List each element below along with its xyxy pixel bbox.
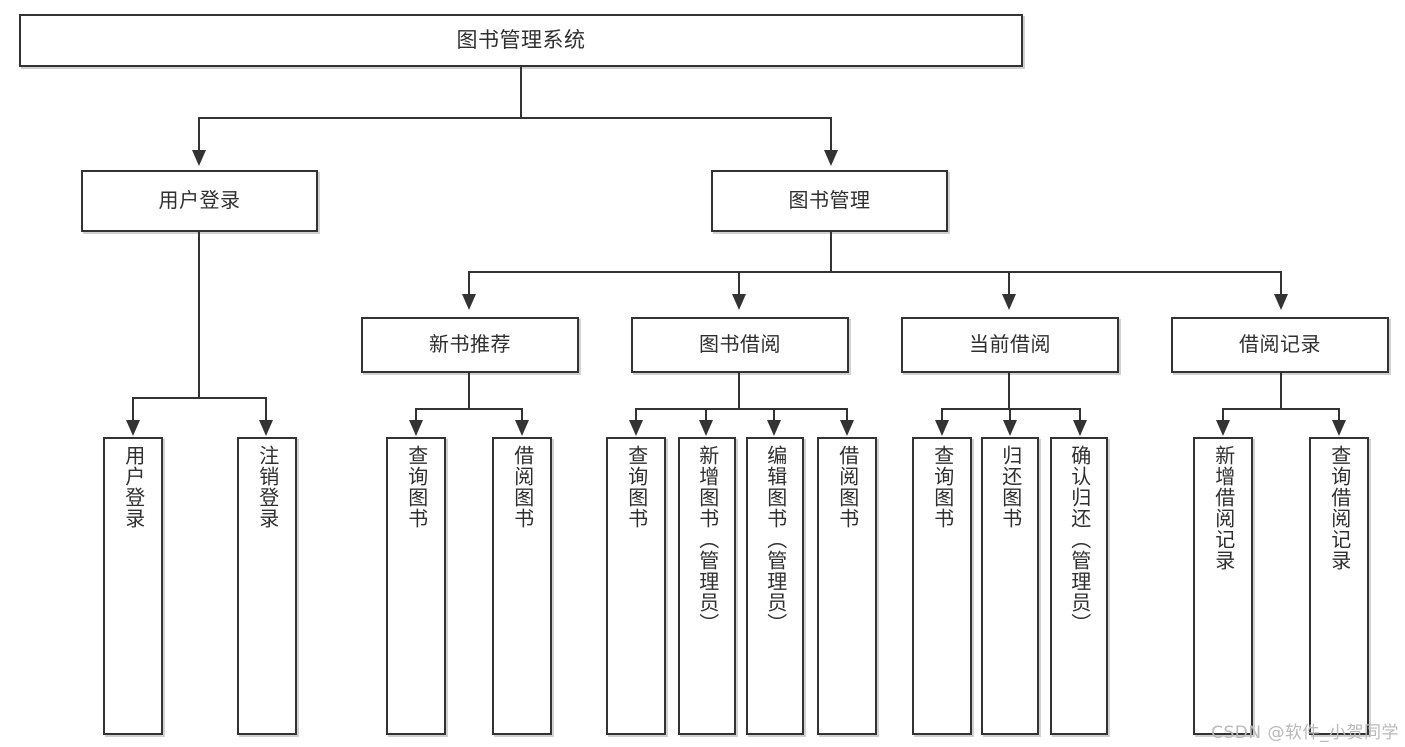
edge-book-borrow-drop-3 — [773, 408, 775, 422]
node-label: 图书借阅 — [699, 332, 781, 357]
leaf-borrow-book-new-recommend[interactable]: 借阅图书 — [492, 437, 552, 735]
edge-book-borrow-drop-1 — [635, 408, 637, 422]
arrowhead-book-manage — [824, 150, 838, 166]
edge-new-book-stem — [468, 373, 470, 409]
leaf-add-borrow-record[interactable]: 新增借阅记录 — [1193, 437, 1253, 735]
edge-borrow-record-drop-2 — [1338, 408, 1340, 422]
node-label: 注销登录 — [255, 445, 280, 529]
node-label: 新书推荐 — [429, 332, 511, 357]
leaf-query-book-current[interactable]: 查询图书 — [912, 437, 972, 735]
node-book-management[interactable]: 图书管理 — [711, 170, 948, 232]
edge-new-book-drop-2 — [521, 408, 523, 422]
arrowhead-leaf-add-record — [1216, 420, 1230, 436]
leaf-confirm-return-admin[interactable]: 确认归还（管理员） — [1050, 437, 1108, 735]
node-label: 查询图书 — [624, 445, 649, 529]
arrowhead-current-borrow — [1002, 294, 1016, 310]
arrowhead-leaf-add-book — [699, 420, 713, 436]
leaf-query-book-borrow[interactable]: 查询图书 — [606, 437, 666, 735]
node-label: 归还图书 — [998, 445, 1023, 529]
node-label: 借阅图书 — [835, 445, 860, 529]
leaf-borrow-book[interactable]: 借阅图书 — [817, 437, 877, 735]
edge-book-manage-drop-1 — [468, 271, 470, 297]
arrowhead-new-book-recommend — [462, 294, 476, 310]
edge-current-borrow-stem — [1008, 373, 1010, 409]
leaf-add-book-admin[interactable]: 新增图书（管理员） — [678, 437, 736, 735]
edge-current-borrow-drop-2 — [1009, 408, 1011, 422]
arrowhead-book-borrow — [732, 294, 746, 310]
node-borrow-record[interactable]: 借阅记录 — [1171, 317, 1389, 373]
edge-book-borrow-drop-2 — [705, 408, 707, 422]
edge-borrow-record-bus — [1222, 408, 1340, 410]
edge-borrow-record-stem — [1280, 373, 1282, 409]
edge-book-manage-drop-4 — [1280, 271, 1282, 297]
node-label: 借阅图书 — [510, 445, 535, 529]
node-label: 用户登录 — [158, 188, 241, 213]
leaf-query-borrow-record[interactable]: 查询借阅记录 — [1309, 437, 1369, 735]
arrowhead-leaf-borrow-book-2 — [840, 420, 854, 436]
node-label: 查询图书 — [404, 445, 429, 529]
edge-root-bus — [198, 117, 832, 119]
node-label: 用户登录 — [121, 445, 146, 529]
arrowhead-leaf-return-book — [1003, 420, 1017, 436]
arrowhead-user-login — [192, 150, 206, 166]
node-label: 图书管理系统 — [456, 28, 586, 53]
node-label: 图书管理 — [788, 188, 871, 213]
edge-user-login-stem — [198, 232, 200, 398]
arrowhead-leaf-query-book-2 — [629, 420, 643, 436]
leaf-query-book-new-recommend[interactable]: 查询图书 — [386, 437, 446, 735]
edge-root-to-book-manage — [830, 117, 832, 152]
node-new-book-recommend[interactable]: 新书推荐 — [361, 317, 579, 373]
edge-user-login-drop-2 — [265, 397, 267, 422]
node-user-login[interactable]: 用户登录 — [81, 170, 318, 232]
leaf-return-book[interactable]: 归还图书 — [981, 437, 1039, 735]
edge-book-borrow-bus — [635, 408, 848, 410]
arrowhead-leaf-query-book-3 — [935, 420, 949, 436]
edge-book-borrow-drop-4 — [846, 408, 848, 422]
edge-user-login-drop-1 — [132, 397, 134, 422]
node-label: 编辑图书（管理员） — [763, 445, 788, 634]
arrowhead-leaf-borrow-book-1 — [515, 420, 529, 436]
edge-book-manage-bus — [468, 271, 1282, 273]
node-current-borrow[interactable]: 当前借阅 — [901, 317, 1119, 373]
arrowhead-leaf-logout — [259, 420, 273, 436]
arrowhead-leaf-query-record — [1332, 420, 1346, 436]
node-label: 查询图书 — [930, 445, 955, 529]
edge-root-to-user-login — [198, 117, 200, 152]
edge-book-manage-drop-2 — [738, 271, 740, 297]
node-root-library-system[interactable]: 图书管理系统 — [19, 14, 1023, 67]
arrowhead-leaf-user-login — [126, 420, 140, 436]
edge-new-book-bus — [415, 408, 523, 410]
leaf-logout[interactable]: 注销登录 — [237, 437, 297, 735]
arrowhead-leaf-query-book-1 — [409, 420, 423, 436]
leaf-user-login[interactable]: 用户登录 — [103, 437, 163, 735]
edge-current-borrow-bus — [941, 408, 1081, 410]
leaf-edit-book-admin[interactable]: 编辑图书（管理员） — [746, 437, 804, 735]
edge-borrow-record-drop-1 — [1222, 408, 1224, 422]
node-label: 当前借阅 — [969, 332, 1051, 357]
edge-book-manage-stem — [830, 232, 832, 272]
edge-book-borrow-stem — [738, 373, 740, 409]
edge-user-login-bus — [132, 397, 266, 399]
arrowhead-borrow-record — [1274, 294, 1288, 310]
arrowhead-leaf-confirm-return — [1073, 420, 1087, 436]
arrowhead-leaf-edit-book — [767, 420, 781, 436]
edge-book-manage-drop-3 — [1008, 271, 1010, 297]
node-label: 借阅记录 — [1239, 332, 1321, 357]
edge-current-borrow-drop-3 — [1079, 408, 1081, 422]
node-book-borrow[interactable]: 图书借阅 — [631, 317, 849, 373]
node-label: 新增图书（管理员） — [695, 445, 720, 634]
node-label: 确认归还（管理员） — [1067, 445, 1092, 634]
edge-current-borrow-drop-1 — [941, 408, 943, 422]
edge-root-stem — [520, 67, 522, 118]
node-label: 查询借阅记录 — [1327, 445, 1352, 571]
node-label: 新增借阅记录 — [1211, 445, 1236, 571]
edge-new-book-drop-1 — [415, 408, 417, 422]
watermark-text: CSDN @软件_小贺同学 — [1211, 723, 1399, 743]
